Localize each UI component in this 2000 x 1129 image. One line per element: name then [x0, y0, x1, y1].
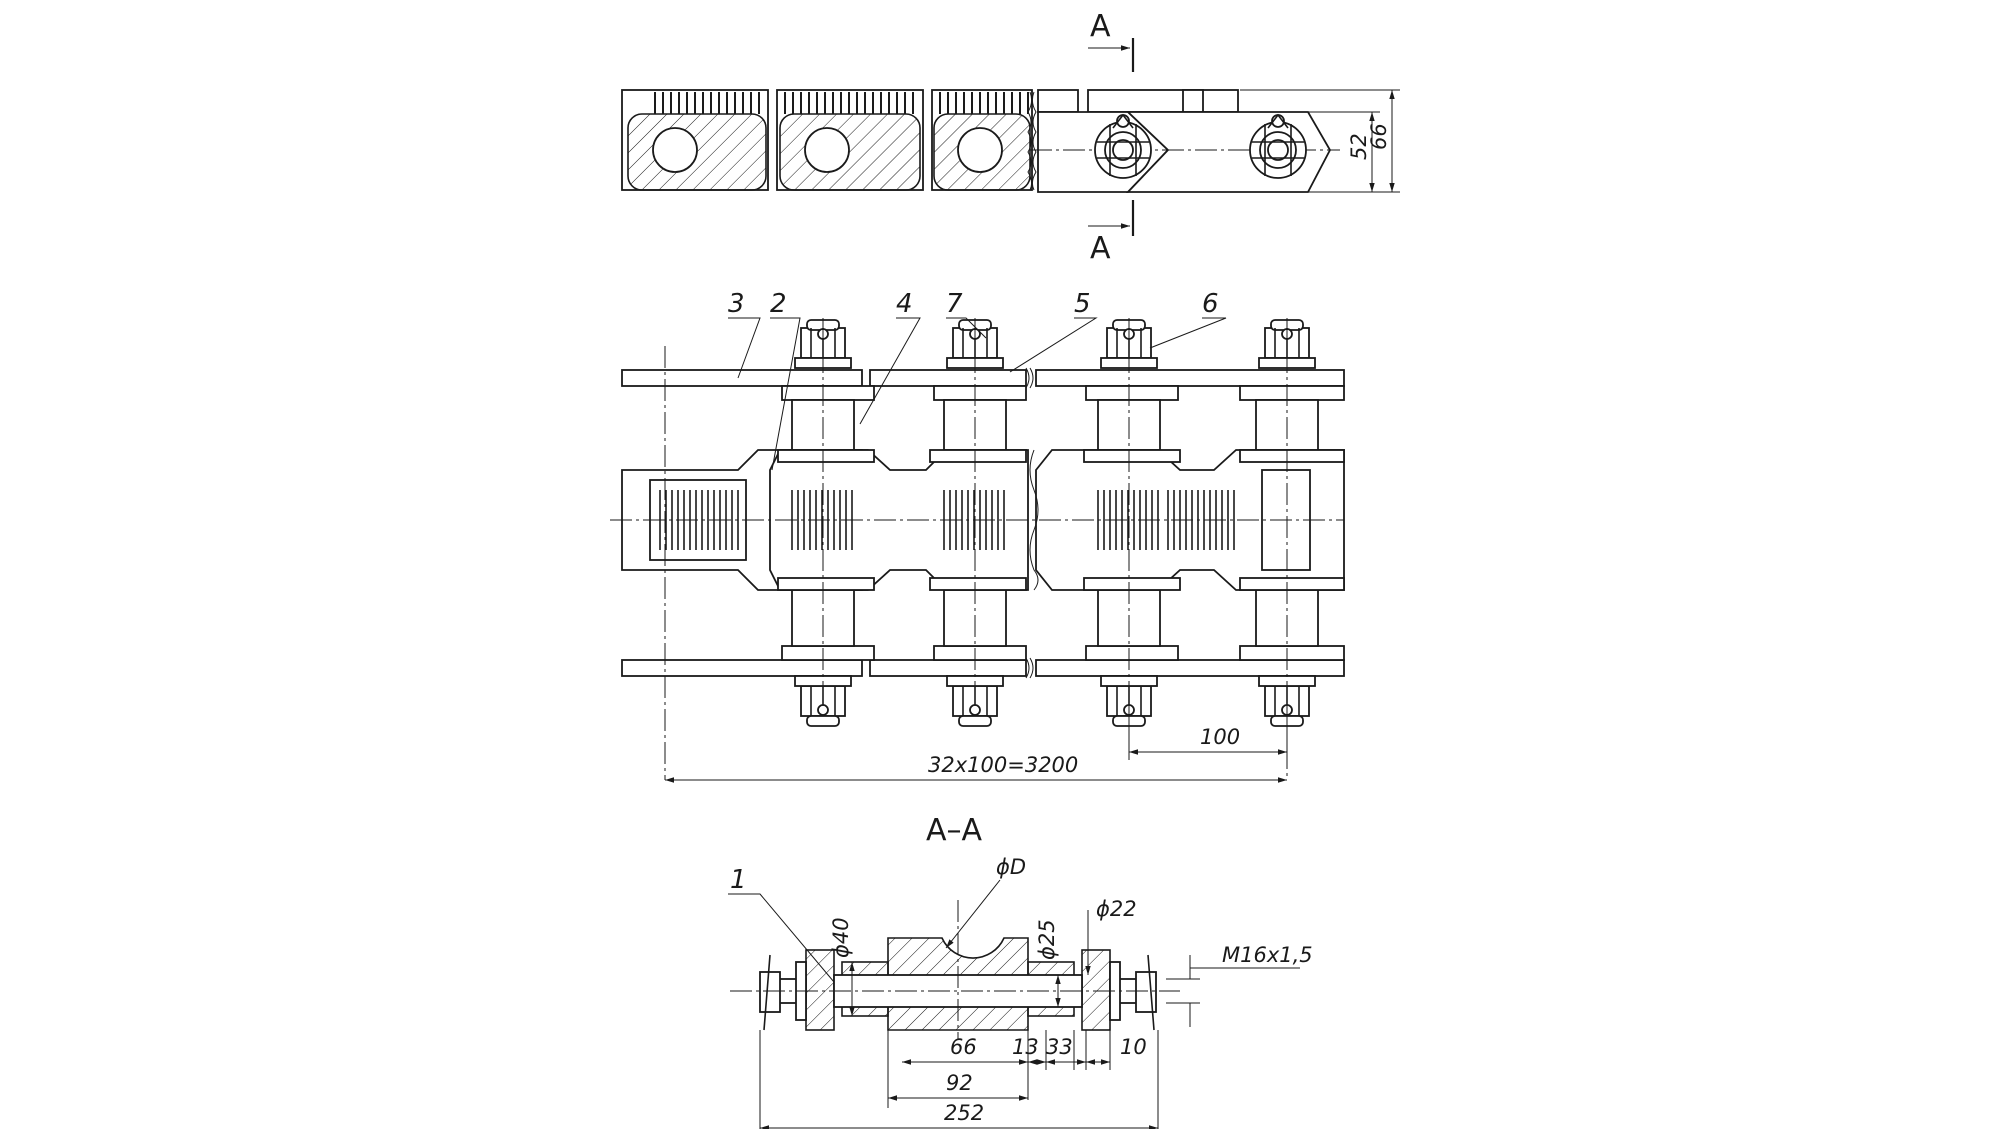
part-leaders: 3 2 4 7 5 6: [728, 289, 1227, 471]
leader-6: 6: [1202, 289, 1219, 319]
leader-2: 2: [770, 289, 787, 319]
section-a-a: A–A 1 ϕD ϕ40 ϕ25 ϕ22: [728, 813, 1313, 1129]
dim-13-label: 13: [1012, 1035, 1039, 1059]
castle-nut-top-1: [1094, 113, 1152, 179]
section-letter-bottom: A: [1090, 231, 1111, 266]
top-view-link-1: [621, 89, 769, 191]
leader-7: 7: [946, 289, 963, 319]
break-lines: [1025, 367, 1039, 679]
leader-5: 5: [1074, 289, 1091, 319]
tooth-grid: [659, 490, 1235, 550]
top-view: 52 66 A A: [621, 9, 1400, 266]
dim-66-bottom-label: 66: [950, 1035, 977, 1059]
dim-dia-d-label: ϕD: [996, 855, 1026, 879]
dim-252-label: 252: [944, 1101, 984, 1125]
dim-total-label: 32x100=3200: [928, 753, 1078, 777]
dim-dia-25-label: ϕ25: [1035, 919, 1059, 960]
leader-4: 4: [896, 289, 913, 319]
section-letter-top: A: [1090, 9, 1111, 44]
dimension-height: 52 66: [1240, 89, 1400, 193]
leader-1: 1: [730, 865, 747, 895]
plan-view: 3 2 4 7 5 6 100 32x100=3200: [610, 289, 1345, 783]
leader-3: 3: [728, 289, 745, 319]
castle-nut-top-2: [1249, 113, 1307, 179]
section-mark-a: A A: [1088, 9, 1135, 266]
dim-92-label: 92: [946, 1071, 973, 1095]
dim-pitch-label: 100: [1200, 725, 1240, 749]
section-title: A–A: [926, 813, 983, 848]
plan-dimensions: 100 32x100=3200: [665, 706, 1288, 783]
top-view-link-3: [931, 89, 1033, 191]
dim-66-label: 66: [1367, 123, 1391, 150]
dim-10-label: 10: [1120, 1035, 1147, 1059]
side-plates: [621, 369, 1345, 677]
dim-thread-label: M16x1,5: [1222, 943, 1313, 967]
plan-center-lines: [610, 318, 1344, 780]
dim-dia-22-label: ϕ22: [1096, 897, 1137, 921]
rollers: [777, 399, 1345, 647]
dim-dia-40-label: ϕ40: [829, 917, 853, 958]
top-view-link-2: [776, 89, 924, 191]
dim-52-label: 52: [1347, 133, 1371, 160]
dim-33-label: 33: [1046, 1035, 1073, 1059]
